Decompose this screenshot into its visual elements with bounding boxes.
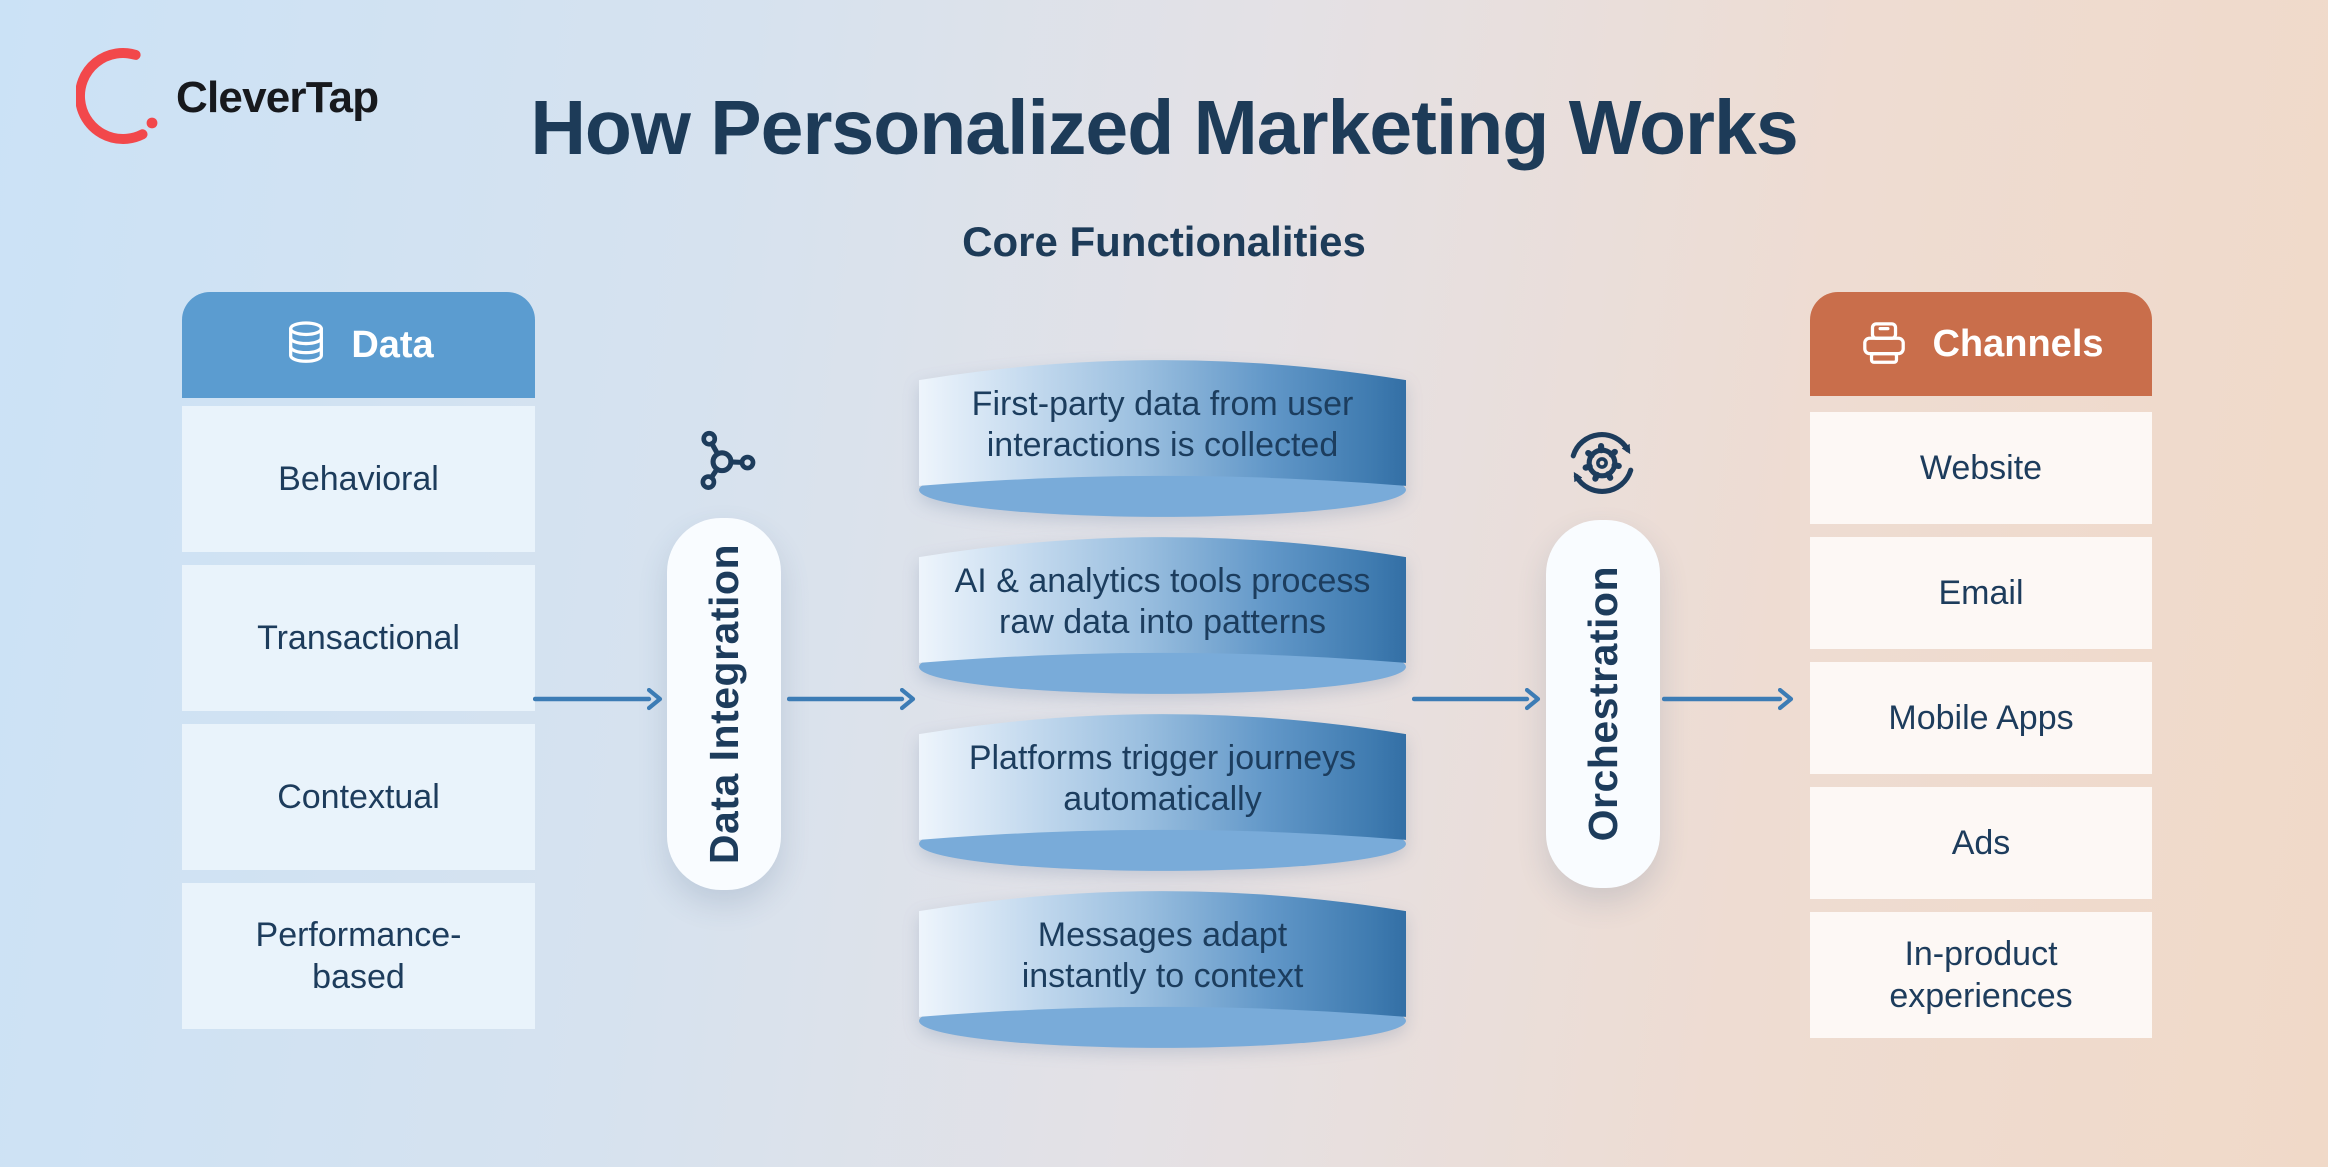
core-step-4-cylinder: Messages adapt instantly to context	[917, 891, 1408, 1053]
data-item-label: Contextual	[277, 777, 440, 816]
cylinder-shape	[918, 714, 1407, 871]
channel-item-label: Email	[1938, 573, 2024, 612]
core-step-2-cylinder: AI & analytics tools process raw data in…	[917, 537, 1408, 699]
core-step-4-text: Messages adapt instantly to context	[1021, 915, 1304, 995]
clevertap-arc-icon	[76, 48, 158, 144]
channels-column-header-label: Channels	[1932, 322, 2104, 365]
printer-icon	[1863, 322, 1906, 364]
core-step-3-cylinder: Platforms trigger journeys automatically	[917, 714, 1408, 876]
channel-item-mobile-apps: Mobile Apps	[1810, 662, 2152, 774]
arrow-orchestration-to-channels	[1662, 683, 1794, 715]
orchestration-pill: Orchestration	[1546, 520, 1660, 888]
channel-item-label: Website	[1919, 448, 2043, 487]
data-item-label: Performance-based	[255, 915, 462, 997]
core-step-1-text: First-party data from user interactions …	[971, 384, 1354, 464]
channel-item-label: In-product experiences	[1889, 934, 2073, 1016]
data-item-contextual: Contextual	[182, 724, 535, 870]
gear-sync-icon	[1570, 432, 1634, 494]
data-item-label: Behavioral	[278, 459, 439, 498]
channel-item-website: Website	[1810, 412, 2152, 524]
brand-name: CleverTap	[176, 73, 379, 122]
clevertap-logo: CleverTap	[76, 46, 406, 150]
data-integration-label: Data Integration	[700, 543, 747, 865]
channel-item-ads: Ads	[1810, 787, 2152, 899]
arrow-data-to-integration	[533, 683, 663, 715]
cylinder-shape	[918, 360, 1407, 517]
data-integration-pill: Data Integration	[667, 518, 781, 890]
data-column-header-label: Data	[351, 323, 434, 366]
orchestration-label: Orchestration	[1579, 566, 1626, 842]
channels-column-header: Channels	[1810, 292, 2152, 396]
channel-item-label: Ads	[1951, 823, 2011, 862]
data-item-behavioral: Behavioral	[182, 406, 535, 552]
data-item-transactional: Transactional	[182, 565, 535, 711]
core-functionalities-heading: Core Functionalities	[962, 218, 1366, 265]
database-icon	[289, 321, 324, 363]
channel-item-in-product: In-product experiences	[1810, 912, 2152, 1038]
arrow-core-to-orchestration	[1412, 683, 1541, 715]
data-item-performance-based: Performance-based	[182, 883, 535, 1029]
core-step-1-cylinder: First-party data from user interactions …	[917, 360, 1408, 522]
core-step-2-text: AI & analytics tools process raw data in…	[954, 561, 1371, 641]
network-nodes-icon	[700, 430, 756, 490]
channel-item-label: Mobile Apps	[1888, 698, 2074, 737]
arrow-integration-to-core	[787, 683, 916, 715]
cylinder-shape	[918, 537, 1407, 694]
data-item-label: Transactional	[257, 618, 460, 657]
cylinder-shape	[918, 891, 1407, 1048]
data-column-header: Data	[182, 292, 535, 398]
channel-item-email: Email	[1810, 537, 2152, 649]
core-step-3-text: Platforms trigger journeys automatically	[968, 738, 1357, 818]
page-title: How Personalized Marketing Works	[530, 85, 1798, 171]
